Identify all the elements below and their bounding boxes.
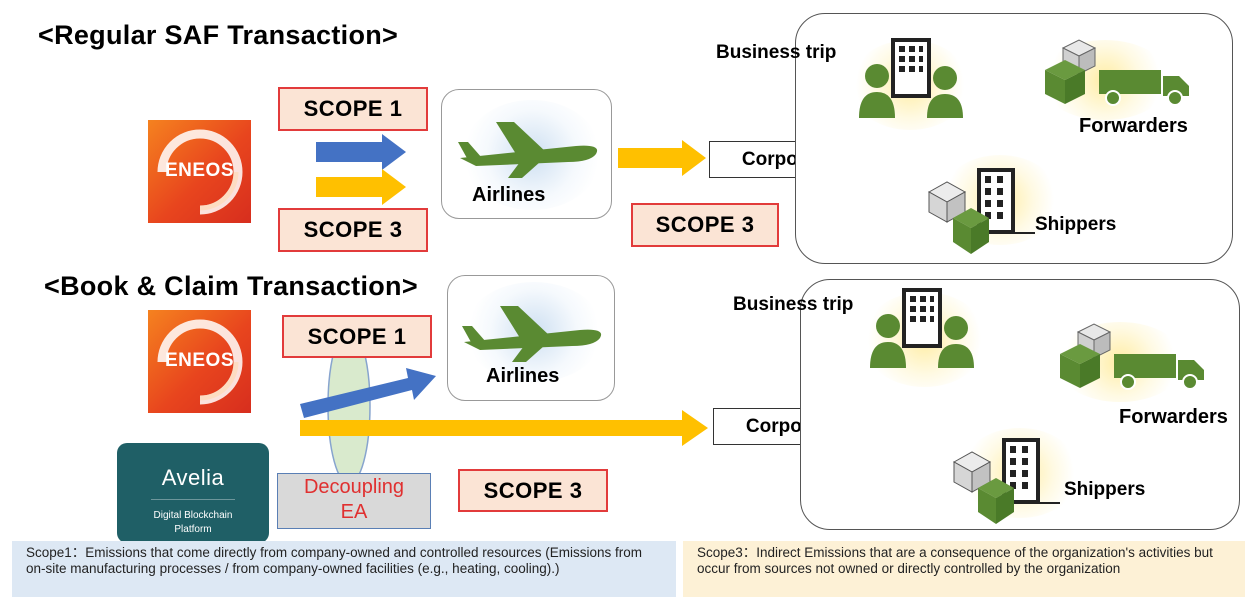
scope1-arrow-book-claim (300, 368, 436, 418)
eneos-wordmark: ENEOS (164, 350, 235, 371)
airlines-box-book-claim: Airlines (447, 275, 615, 401)
avelia-subtitle: Digital Blockchain Platform (153, 510, 233, 535)
shippers-label-regular: Shippers (1035, 214, 1117, 235)
airplane-icon (458, 122, 598, 178)
forwarders-label-book-claim: Forwarders (1119, 406, 1228, 428)
scope3-box-regular-left: SCOPE 3 (278, 208, 428, 252)
airplane-icon (462, 306, 602, 362)
eneos-swirl-icon (157, 319, 243, 405)
eneos-logo-book-claim: ENEOS (148, 310, 251, 413)
scope1-box-book-claim: SCOPE 1 (282, 315, 432, 358)
scope3-arrow-regular (316, 169, 406, 205)
business-trip-label-regular: Business trip (716, 42, 837, 63)
scope3-note: Scope3：Indirect Emissions that are a con… (683, 541, 1245, 597)
shippers-icon (952, 438, 1060, 524)
scope3-box-book-claim: SCOPE 3 (458, 469, 608, 512)
scope1-arrow-regular (316, 134, 406, 170)
book-claim-title: <Book & Claim Transaction> (44, 271, 418, 301)
regular-title: <Regular SAF Transaction> (38, 20, 399, 50)
eneos-wordmark: ENEOS (164, 160, 235, 181)
business-trip-icon (859, 38, 963, 118)
shippers-icon (927, 168, 1035, 254)
shippers-label-book-claim: Shippers (1064, 479, 1146, 500)
airlines-label-book-claim: Airlines (486, 365, 560, 387)
avelia-brand: Avelia (161, 465, 225, 490)
scope3-arrow-book-claim (300, 410, 708, 446)
eneos-swirl-icon (157, 129, 243, 215)
decoupling-ea-box: Decoupling EA (277, 473, 431, 529)
forwarders-truck-icon (1045, 39, 1189, 106)
airlines-label-regular: Airlines (472, 184, 546, 206)
scope1-note: Scope1：Emissions that come directly from… (12, 541, 676, 597)
eneos-logo: ENEOS (148, 120, 251, 223)
decoupling-ea-label: Decoupling EA (303, 476, 405, 523)
forwarders-label-regular: Forwarders (1079, 115, 1188, 137)
scope1-box-regular: SCOPE 1 (278, 87, 428, 131)
business-trip-label-book-claim: Business trip (733, 294, 854, 315)
business-trip-icon (870, 288, 974, 368)
airlines-box-regular: Airlines (441, 89, 612, 219)
scope3-arrow-to-customers (618, 140, 706, 176)
avelia-platform: Avelia Digital Blockchain Platform (117, 443, 269, 543)
scope3-box-regular-right: SCOPE 3 (631, 203, 779, 247)
forwarders-truck-icon (1060, 323, 1204, 390)
